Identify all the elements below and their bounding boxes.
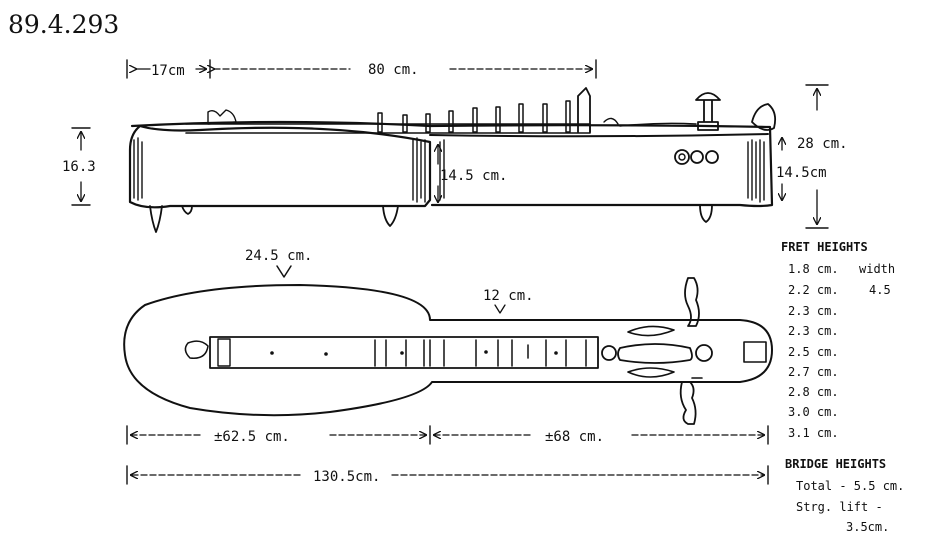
fret-height-1: 1.8 cm. [788, 262, 839, 276]
dim-bowl-width-label: 24.5 cm. [245, 248, 312, 264]
dim-bowl-length-label: ±62.5 cm. [214, 429, 290, 445]
dim-neck-width-label: 12 cm. [483, 288, 534, 304]
fret-height-9: 3.1 cm. [788, 426, 839, 440]
dim-left-height-label: 16.3 [62, 159, 96, 175]
dim-mid-height-label: 14.5 cm. [440, 168, 507, 184]
dim-body-label: 80 cm. [368, 62, 419, 78]
fret-height-8: 3.0 cm. [788, 405, 839, 419]
top-view: 24.5 cm. 12 cm. [123, 248, 773, 485]
dim-total-length-label: 130.5cm. [313, 469, 380, 485]
side-view: 17cm 80 cm. 16.3 [62, 59, 848, 233]
fret-width-label: width [859, 262, 895, 276]
dim-length-lines [126, 425, 769, 485]
fret-height-5: 2.5 cm. [788, 345, 839, 359]
dim-right-height-label: 14.5cm [776, 165, 827, 181]
dim-right-height-line [782, 84, 829, 229]
bridge-heights-title: BRIDGE HEIGHTS [785, 457, 886, 471]
dim-head-line [126, 59, 597, 79]
bridge-string-lift: Strg. lift - [796, 500, 883, 514]
dim-total-height-label: 28 cm. [797, 136, 848, 152]
fret-width-value: 4.5 [869, 283, 891, 297]
bridge-heights-notes: BRIDGE HEIGHTS Total - 5.5 cm. Strg. lif… [785, 457, 904, 534]
fret-height-7: 2.8 cm. [788, 385, 839, 399]
fret-height-4: 2.3 cm. [788, 324, 839, 338]
fret-heights-title: FRET HEIGHTS [781, 240, 868, 254]
fret-height-6: 2.7 cm. [788, 365, 839, 379]
bridge-string-lift-value: 3.5cm. [846, 520, 889, 534]
fret-height-2: 2.2 cm. [788, 283, 839, 297]
instrument-side-body [128, 87, 777, 233]
instrument-top-outline [123, 277, 773, 425]
fret-heights-notes: FRET HEIGHTS 1.8 cm. 2.2 cm. 2.3 cm. 2.3… [781, 240, 895, 440]
dim-head-label: 17cm [151, 63, 185, 79]
fret-height-3: 2.3 cm. [788, 304, 839, 318]
dim-left-height-line [71, 127, 91, 206]
catalog-number: 89.4.293 [8, 10, 119, 39]
dim-neck-length-label: ±68 cm. [545, 429, 604, 445]
bridge-total: Total - 5.5 cm. [796, 479, 904, 493]
